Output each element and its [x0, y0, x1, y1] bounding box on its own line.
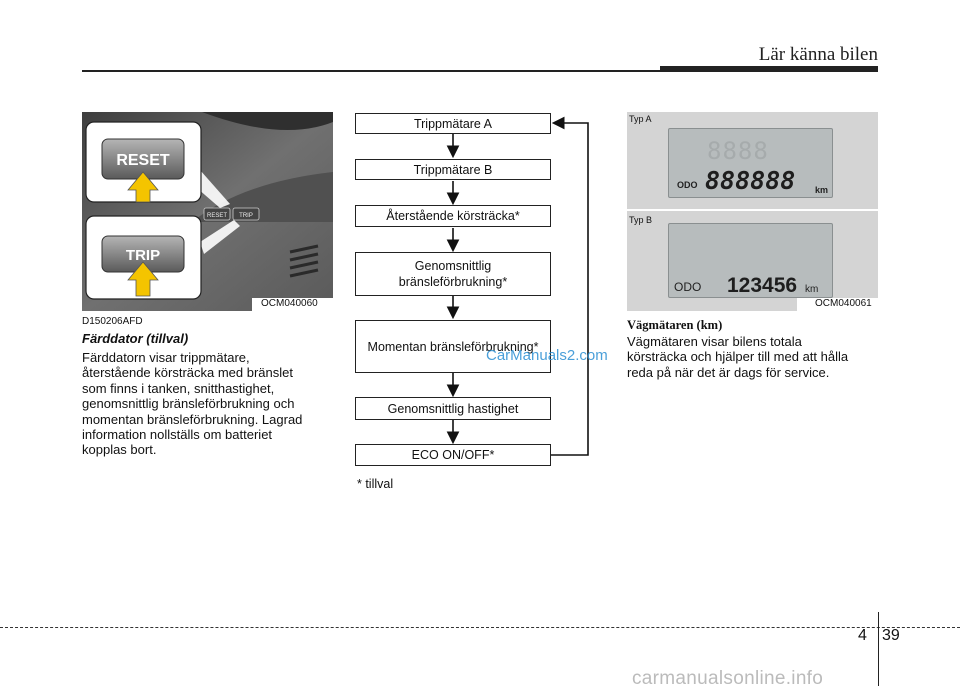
lcd-ghost-segments: 8888 [707, 137, 769, 165]
paragraph-line: reda på när det är dags för service. [627, 364, 830, 380]
svg-text:RESET: RESET [207, 213, 227, 219]
odo-digits-b: 123456 [727, 274, 798, 297]
odo-digits-a: 888888 [705, 166, 796, 195]
paragraph-line: Färddatorn visar trippmätare, [82, 350, 250, 365]
caption-background [797, 298, 878, 311]
flow-box-trip-a: Trippmätare A [355, 113, 551, 134]
unit-b: km [805, 284, 819, 295]
small-reset-trip-buttons: RESET TRIP [203, 207, 260, 221]
flow-box-average-speed: Genomsnittlig hastighet [355, 397, 551, 420]
flow-box-distance-to-empty: Återstående körsträcka* [355, 205, 551, 227]
flow-box-average-fuel: Genomsnittlig bränsleförbrukning* [355, 252, 551, 296]
odometer-displays-figure: Typ A 8888 ODO 888888 km Typ B ODO 12345… [627, 112, 878, 311]
trip-computer-title: Färddator (tillval) [82, 331, 189, 346]
trip-computer-paragraph: Färddatorn visar trippmätare, återståend… [82, 350, 333, 458]
lcd-type-b: ODO 123456 km [668, 223, 833, 298]
chapter-number: 4 [858, 627, 867, 644]
svg-text:TRIP: TRIP [239, 213, 253, 219]
reset-trip-buttons-figure: RESET TRIP RESET TRIP [82, 112, 333, 311]
odo-label-b: ODO [674, 280, 702, 294]
odometer-paragraph: Vägmätaren visar bilens totala körsträck… [627, 334, 878, 380]
paragraph-line: momentan bränsleförbrukning. Lagrad [82, 411, 303, 427]
header-rule-thick [660, 66, 878, 72]
odo-label-a: ODO [677, 180, 698, 190]
type-a-label: Typ A [629, 114, 652, 124]
paragraph-line: Vägmätaren visar bilens totala [627, 334, 802, 349]
paragraph-line: återstående körsträcka med bränslet [82, 365, 293, 381]
chapter-header-title: Lär känna bilen [758, 44, 878, 65]
watermark-text: CarManuals2.com [486, 347, 608, 364]
reset-callout: RESET [85, 121, 202, 203]
header-rule-thin [82, 70, 660, 72]
left-figure-caption: OCM040060 [261, 298, 318, 309]
footer-dashed-rule [0, 627, 960, 628]
flow-box-trip-b: Trippmätare B [355, 159, 551, 180]
trip-label: TRIP [126, 247, 160, 264]
site-watermark: carmanualsonline.info [632, 668, 824, 689]
section-code: D150206AFD [82, 316, 143, 327]
odometer-title: Vägmätaren (km) [627, 318, 723, 332]
flow-box-eco: ECO ON/OFF* [355, 444, 551, 466]
reset-label: RESET [116, 152, 170, 169]
paragraph-line: som finns i tanken, snitthastighet, [82, 380, 275, 396]
unit-a: km [815, 185, 829, 195]
paragraph-line: genomsnittlig bränsleförbrukning och [82, 396, 295, 412]
paragraph-line: information nollställs om batteriet [82, 427, 273, 443]
page-number: 39 [882, 627, 900, 644]
footer-vertical-rule [878, 612, 879, 686]
flow-arrows [446, 116, 589, 456]
paragraph-line: körsträcka och hjälper till med att håll… [627, 349, 849, 365]
paragraph-line: kopplas bort. [82, 442, 157, 458]
type-b-label: Typ B [629, 215, 653, 225]
panel-divider [627, 209, 878, 211]
lcd-type-a: 8888 ODO 888888 km [668, 128, 833, 198]
right-figure-caption: OCM040061 [815, 298, 872, 309]
flow-box-instant-fuel: Momentan bränsleförbrukning* [355, 320, 551, 373]
vent-grille [289, 244, 319, 278]
trip-callout: TRIP [85, 215, 202, 300]
flow-footnote: * tillval [357, 477, 394, 491]
